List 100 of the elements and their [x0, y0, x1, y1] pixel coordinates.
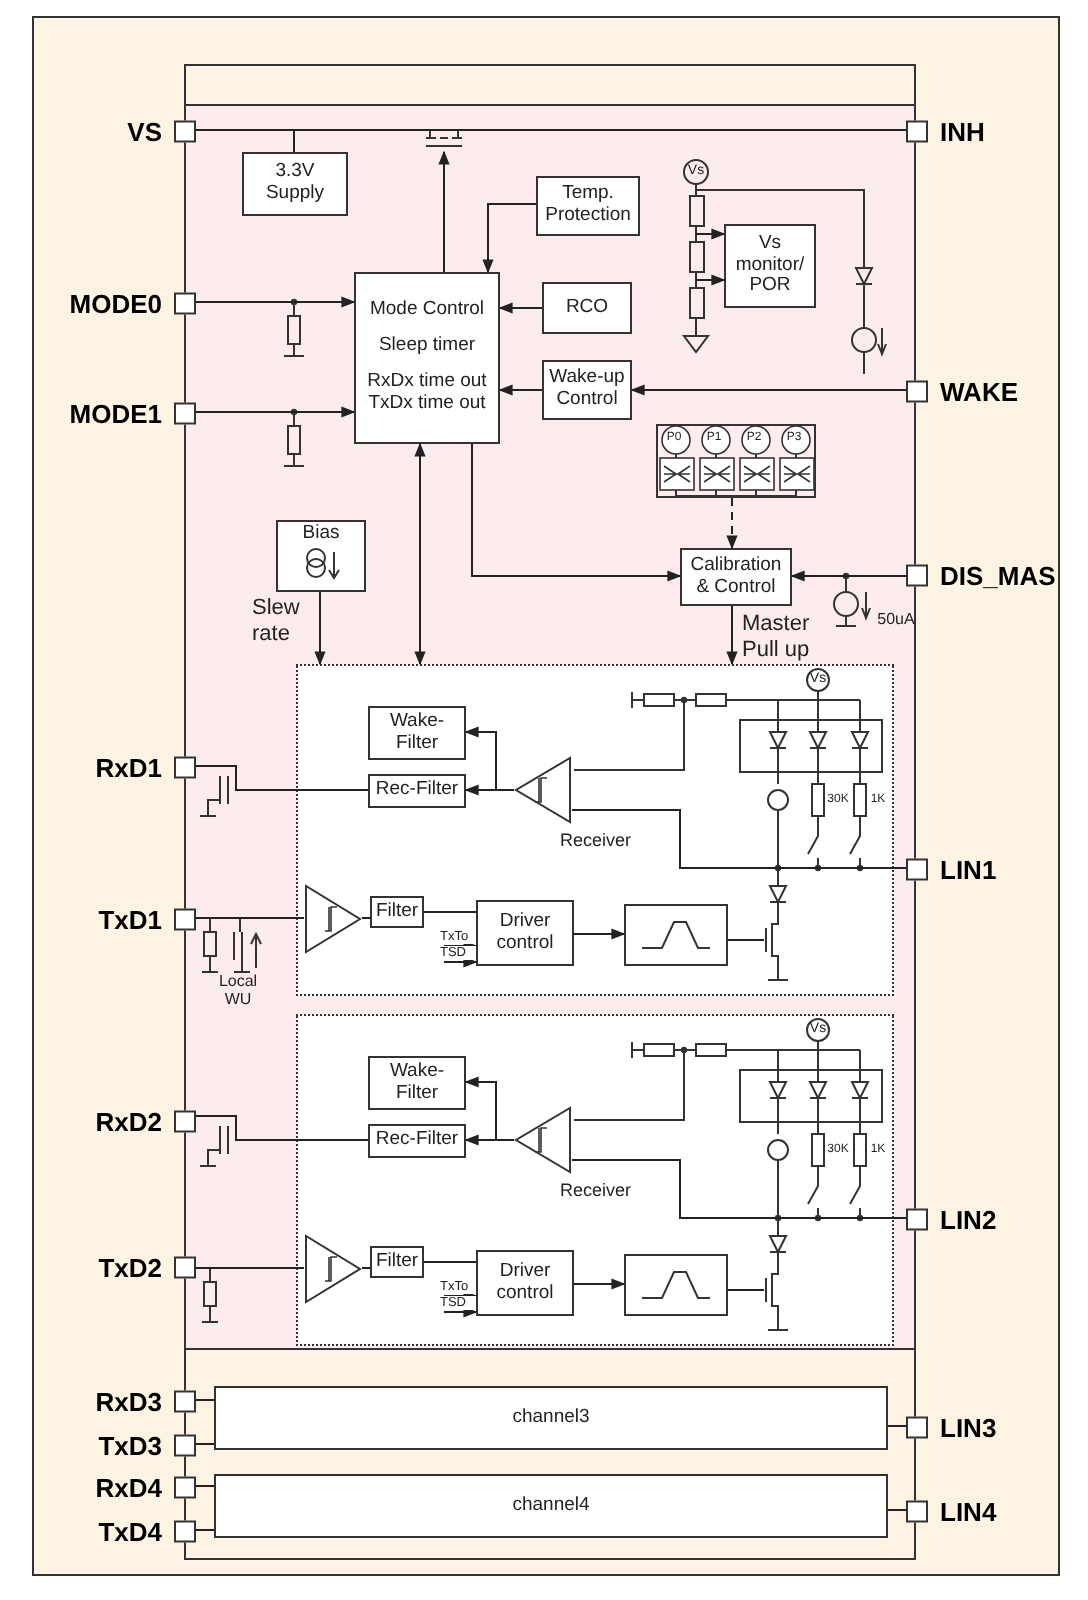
arrow	[695, 274, 726, 286]
arrow	[314, 591, 326, 666]
box-label: Filter	[375, 1251, 419, 1273]
box-label: TxD1	[98, 901, 162, 938]
wire	[571, 1159, 907, 1219]
box-label: channel4	[512, 1495, 590, 1517]
arrow	[464, 1076, 515, 1141]
wire	[195, 1443, 215, 1445]
die-outline	[184, 104, 916, 1350]
arrow	[471, 443, 682, 582]
arrow	[498, 384, 543, 396]
arrow	[443, 956, 478, 968]
box-label: MODE0	[69, 285, 162, 322]
function-block	[242, 152, 348, 216]
box-label: Wake-Filter	[387, 711, 447, 755]
wire	[195, 1115, 369, 1141]
box-label: RxD3	[95, 1383, 162, 1420]
box-label: LIN4	[940, 1493, 997, 1530]
box-label: WAKE	[940, 373, 1018, 410]
wire	[195, 1529, 215, 1531]
block-caption: Receiver	[560, 1178, 632, 1204]
function-block	[368, 706, 466, 760]
slope-shaper-box	[624, 1254, 728, 1316]
function-block	[680, 548, 792, 606]
arrow	[573, 1278, 626, 1290]
box-label: RxD4	[95, 1469, 162, 1506]
box-label: RxDx time out TxDx time out	[365, 372, 489, 416]
box-label: LIN1	[940, 851, 997, 888]
box-label: RxD2	[95, 1103, 162, 1140]
box-label: LIN2	[940, 1201, 997, 1238]
wire	[727, 1289, 765, 1291]
arrow	[195, 406, 356, 418]
wire	[887, 1509, 907, 1511]
wire	[423, 911, 477, 913]
box-label: 3.3V Supply	[263, 162, 327, 206]
box-label: VS	[127, 113, 162, 150]
box-label: TxD4	[98, 1513, 162, 1550]
function-block	[214, 1386, 888, 1450]
box-label: Bias	[302, 524, 340, 546]
box-label: Driver control	[494, 1261, 556, 1305]
channel-block	[296, 664, 894, 996]
slope-shaper-box	[624, 904, 728, 966]
box-label: Rec-Filter	[375, 1130, 459, 1152]
schmitt-buffer	[304, 884, 362, 954]
box-label: Sleep timer	[378, 336, 476, 358]
arrow	[573, 928, 626, 940]
arrow	[726, 605, 738, 666]
box-label: INH	[940, 113, 985, 150]
function-block	[542, 282, 632, 334]
box-label: TxD3	[98, 1427, 162, 1464]
function-block	[354, 272, 500, 444]
function-block	[368, 1056, 466, 1110]
wire	[195, 1485, 215, 1487]
wire	[195, 1399, 215, 1401]
wire	[195, 129, 295, 153]
box-label: DIS_MAS	[940, 557, 1056, 594]
arrow	[443, 1306, 478, 1318]
schmitt-buffer	[304, 1234, 362, 1304]
function-block	[214, 1474, 888, 1538]
wire	[361, 1267, 371, 1269]
function-block	[276, 520, 366, 592]
box-label: Driver control	[494, 911, 556, 955]
wire	[361, 917, 371, 919]
function-block	[368, 1124, 466, 1158]
wire	[887, 1425, 907, 1427]
arrow	[443, 1290, 478, 1302]
channel-block	[296, 1014, 894, 1346]
box-label: Wake-Filter	[387, 1061, 447, 1105]
chip-outline	[184, 64, 916, 1560]
arrow	[726, 497, 738, 550]
function-block	[476, 1250, 574, 1316]
function-block	[476, 900, 574, 966]
wire	[195, 917, 305, 919]
wire	[571, 809, 907, 869]
receiver-comparator	[514, 756, 572, 824]
box-label: Calibration & Control	[688, 555, 784, 599]
block-caption: Receiver	[560, 828, 632, 854]
wire	[727, 939, 765, 941]
box-label: RCO	[565, 297, 609, 319]
box-label: RxD1	[95, 749, 162, 786]
box-label: Temp. Protection	[543, 184, 633, 228]
arrow	[630, 384, 907, 396]
function-block	[368, 774, 466, 808]
arrow	[438, 150, 450, 273]
arrow	[482, 203, 537, 274]
box-label: channel3	[512, 1407, 590, 1429]
arrow	[498, 302, 543, 314]
box-label: Filter	[375, 901, 419, 923]
arrow	[195, 296, 356, 308]
arrow	[443, 940, 478, 952]
arrow	[464, 726, 515, 791]
arrow	[695, 228, 726, 240]
wire	[195, 765, 369, 791]
receiver-comparator	[514, 1106, 572, 1174]
edge-label: Master Pull up	[742, 612, 814, 663]
box-label: TxD2	[98, 1249, 162, 1286]
annotation-text: Local WU	[216, 974, 260, 1010]
box-label: MODE1	[69, 395, 162, 432]
fuse-array-drawing	[656, 424, 816, 498]
wire	[423, 1261, 477, 1263]
